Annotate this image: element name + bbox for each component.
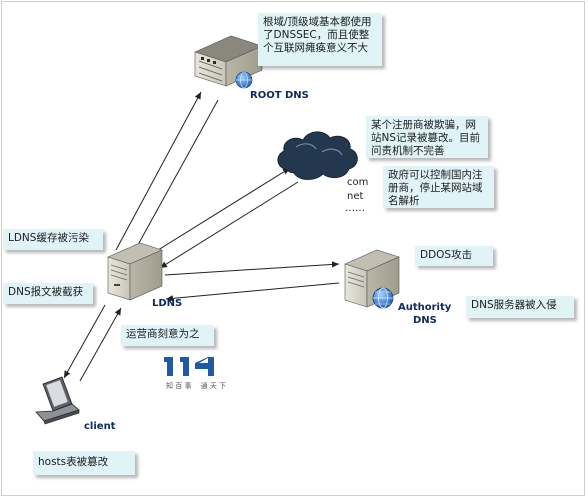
cloud-ellipsis-label: …… <box>345 203 365 214</box>
note-hosts: hosts表被篡改 <box>33 451 135 475</box>
note-government: 政府可以控制国内注册商，停止某网站域名解析 <box>383 166 494 208</box>
arrow-root-to-ldns <box>133 99 219 253</box>
arrow-ldns-to-client <box>63 304 106 379</box>
note-server-intrusion: DNS服务器被入侵 <box>466 296 574 318</box>
arrow-cloud-to-ldns <box>159 181 299 269</box>
arrow-authority-to-ldns <box>165 282 340 302</box>
arrows <box>63 91 340 382</box>
note-ddos: DDOS攻击 <box>415 246 493 266</box>
logo-114-caption: 知 百 事 通 天 下 <box>166 382 227 390</box>
note-registrar: 某个注册商被欺骗，网站NS记录被篡改。目前问责机制不完善 <box>366 116 488 158</box>
ldns-label: LDNS <box>152 298 183 309</box>
note-ldns-cache: LDNS缓存被污染 <box>3 229 103 250</box>
client-label: client <box>84 421 116 432</box>
note-dns-hijack: DNS报文被截获 <box>3 283 93 304</box>
root-server-icon <box>194 35 263 89</box>
ldns-server-icon <box>107 242 163 301</box>
arrow-ldns-to-cloud <box>149 167 291 256</box>
note-isp: 运营商刻意为之 <box>121 325 214 346</box>
arrow-ldns-to-root <box>115 91 202 251</box>
authority-label: Authority <box>398 302 452 313</box>
arrow-client-to-ldns <box>79 307 122 382</box>
arrow-ldns-to-authority <box>164 261 340 276</box>
cloud-icon <box>277 131 358 180</box>
logo-114-graphic <box>164 357 214 376</box>
root-dns-label: ROOT DNS <box>250 90 309 101</box>
authority-dns-label: DNS <box>413 315 437 326</box>
authority-server-icon <box>344 249 400 309</box>
laptop-icon <box>35 376 80 425</box>
note-root-dnssec: 根域/顶级域基本都使用了DNSSEC，而且使整个互联网瘫痪意义不大 <box>258 13 382 66</box>
cloud-net-label: net <box>347 191 364 202</box>
cloud-com-label: com <box>347 177 369 188</box>
